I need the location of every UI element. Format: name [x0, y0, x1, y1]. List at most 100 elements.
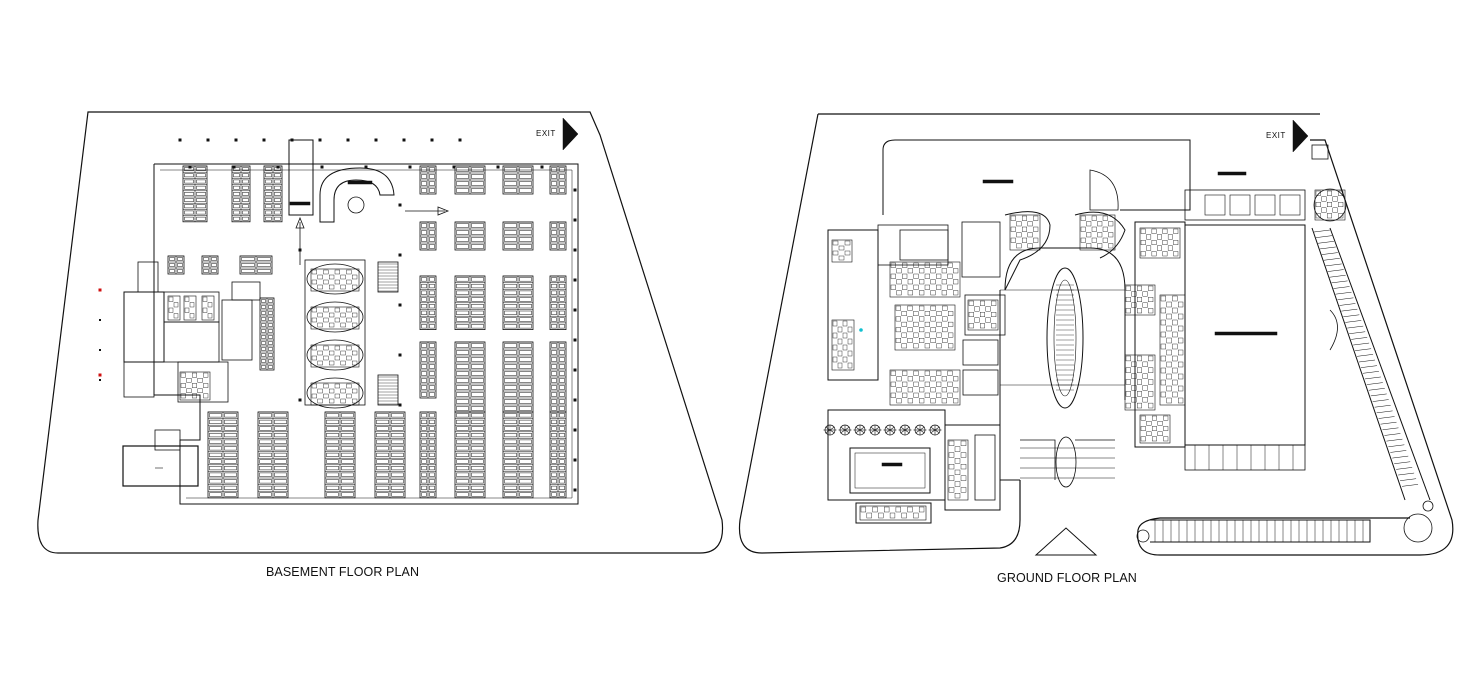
- car-symbol: [504, 350, 517, 355]
- car-symbol: [341, 433, 354, 438]
- car-symbol: [559, 492, 565, 497]
- furniture-item: [913, 332, 919, 338]
- car-symbol: [504, 472, 517, 477]
- furniture-item: [896, 268, 902, 274]
- car-symbol: [551, 167, 557, 172]
- car-symbol: [341, 466, 354, 471]
- car-symbol: [341, 419, 354, 424]
- car-symbol: [421, 419, 427, 424]
- car-symbol: [259, 466, 272, 471]
- car-symbol: [391, 466, 404, 471]
- column: [573, 308, 577, 312]
- car-symbol: [551, 446, 557, 451]
- parking-bay-column: [419, 341, 437, 399]
- cluster-outline: [894, 304, 956, 351]
- car-symbol: [421, 237, 427, 242]
- parking-bay-column: [201, 255, 219, 275]
- furniture-item: [907, 398, 913, 404]
- car-symbol: [429, 364, 435, 369]
- car-symbol: [519, 244, 532, 249]
- changing-fixtures: [859, 505, 927, 521]
- furniture-item: [191, 383, 197, 388]
- furniture-item: [1131, 291, 1137, 297]
- furniture-item: [960, 487, 967, 493]
- column: [573, 368, 577, 372]
- tree-frond: [904, 429, 910, 434]
- furniture-item: [323, 355, 329, 361]
- furniture-item: [1125, 367, 1131, 373]
- car-symbol: [471, 244, 484, 249]
- furniture-item: [895, 506, 901, 513]
- furniture-item: [895, 316, 902, 322]
- car-symbol: [268, 317, 273, 321]
- car-symbol: [551, 426, 557, 431]
- car-symbol: [429, 167, 435, 172]
- tree-frond: [934, 429, 940, 434]
- furniture-item: [947, 381, 953, 387]
- furniture-item: [1010, 215, 1016, 221]
- furniture-item: [991, 312, 997, 318]
- furniture-item: [1140, 436, 1146, 442]
- car-symbol: [184, 204, 194, 209]
- furniture-item: [896, 387, 902, 393]
- furniture-item: [890, 392, 896, 398]
- car-symbol: [224, 479, 237, 484]
- furniture-item: [1136, 285, 1142, 291]
- parking-bay-column: [454, 221, 486, 251]
- furniture-item: [1178, 349, 1184, 356]
- car-symbol: [211, 263, 217, 267]
- furniture-item: [1102, 237, 1108, 243]
- car-symbol: [259, 413, 272, 418]
- car-symbol: [559, 433, 565, 438]
- car-symbol: [209, 419, 222, 424]
- furniture-item: [1146, 431, 1152, 437]
- tree-frond: [844, 429, 850, 434]
- parking-stall: [1337, 297, 1354, 301]
- parking-bay-column: [259, 297, 275, 371]
- kitchen-equipment: [831, 239, 853, 263]
- car-symbol: [391, 439, 404, 444]
- furniture-item: [842, 320, 848, 327]
- furniture-item: [168, 296, 174, 302]
- car-symbol: [209, 466, 222, 471]
- parking-bay-column: [502, 165, 534, 195]
- furniture-item: [1178, 361, 1184, 368]
- furniture-item: [1142, 373, 1148, 379]
- furniture-item: [907, 338, 913, 343]
- furniture-item: [1151, 239, 1157, 245]
- car-symbol: [274, 179, 281, 184]
- furniture-item: [1173, 228, 1179, 234]
- car-symbol: [559, 485, 565, 490]
- furniture-item: [168, 307, 174, 313]
- car-symbol: [391, 433, 404, 438]
- tree-frond: [934, 426, 940, 431]
- furniture-item: [1178, 325, 1184, 332]
- car-symbol: [341, 413, 354, 418]
- furniture-item: [346, 393, 352, 399]
- parking-stall: [1317, 241, 1334, 244]
- kitchen-equipment: [831, 319, 855, 371]
- car-symbol: [551, 419, 557, 424]
- car-symbol: [274, 216, 281, 221]
- furniture-item: [1151, 436, 1157, 442]
- car-symbol: [391, 479, 404, 484]
- furniture-item: [191, 393, 197, 399]
- car-symbol: [551, 492, 557, 497]
- furniture-item: [974, 317, 980, 323]
- furniture-item: [1332, 207, 1338, 213]
- car-symbol: [257, 269, 271, 273]
- car-symbol: [429, 174, 435, 179]
- cluster-outline: [310, 268, 360, 292]
- parking-bay-column: [257, 411, 289, 499]
- furniture-item: [968, 323, 974, 329]
- furniture-item: [907, 279, 913, 285]
- car-symbol: [429, 297, 435, 302]
- planter-foliage: [310, 382, 360, 406]
- car-symbol: [559, 419, 565, 424]
- car-symbol: [209, 472, 222, 477]
- car-symbol: [169, 263, 175, 267]
- site-column: [318, 138, 322, 142]
- car-symbol: [274, 492, 287, 497]
- car-symbol: [265, 173, 272, 178]
- furniture-item: [947, 262, 953, 268]
